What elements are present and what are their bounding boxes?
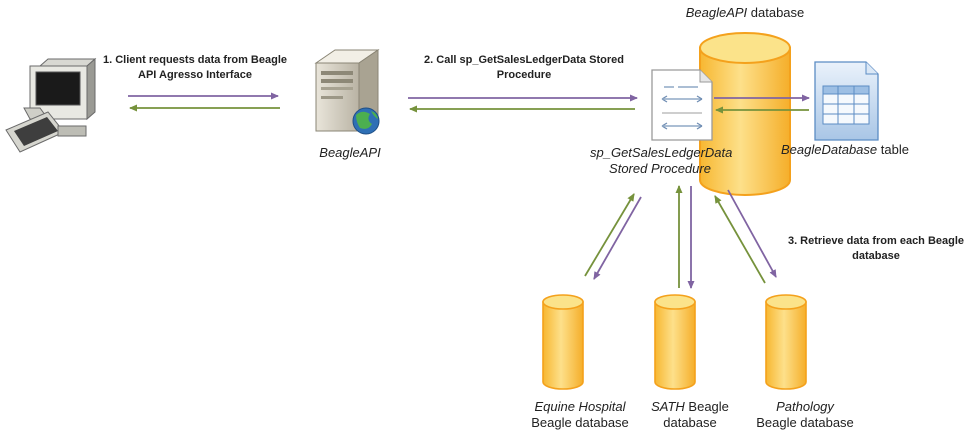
- arrow-pathology-down: [727, 189, 777, 278]
- sath-database-label: SATH Beagle database: [651, 399, 729, 430]
- server-icon: [314, 49, 380, 135]
- pathology-database-label: Pathology Beagle database: [756, 399, 854, 430]
- step2-label: 2. Call sp_GetSalesLedgerData Stored Pro…: [424, 54, 624, 81]
- main-database-label: BeagleAPI database: [685, 5, 805, 20]
- computer-icon: [5, 57, 97, 153]
- table-icon: [814, 61, 879, 141]
- step3-label: 3. Retrieve data from each Beagle databa…: [787, 235, 965, 262]
- flow-arrows: [128, 92, 810, 289]
- document-icon: [651, 69, 713, 141]
- equine-database-label: Equine Hospital Beagle database: [531, 399, 629, 430]
- beagleapi-database-icon: [699, 32, 791, 196]
- equine-database-icon: [542, 294, 584, 390]
- arrow-equine-up: [584, 193, 635, 277]
- stored-procedure-label: sp_GetSalesLedgerData Stored Procedure: [590, 145, 733, 176]
- pathology-database-icon: [765, 294, 807, 390]
- sath-database-icon: [654, 294, 696, 390]
- arrow-equine-down: [593, 196, 642, 280]
- table-label: BeagleDatabase table: [781, 142, 909, 157]
- step1-label: 1. Client requests data from Beagle API …: [103, 54, 287, 81]
- beagleapi-label: BeagleAPI: [319, 145, 381, 160]
- arrow-pathology-up: [714, 195, 766, 284]
